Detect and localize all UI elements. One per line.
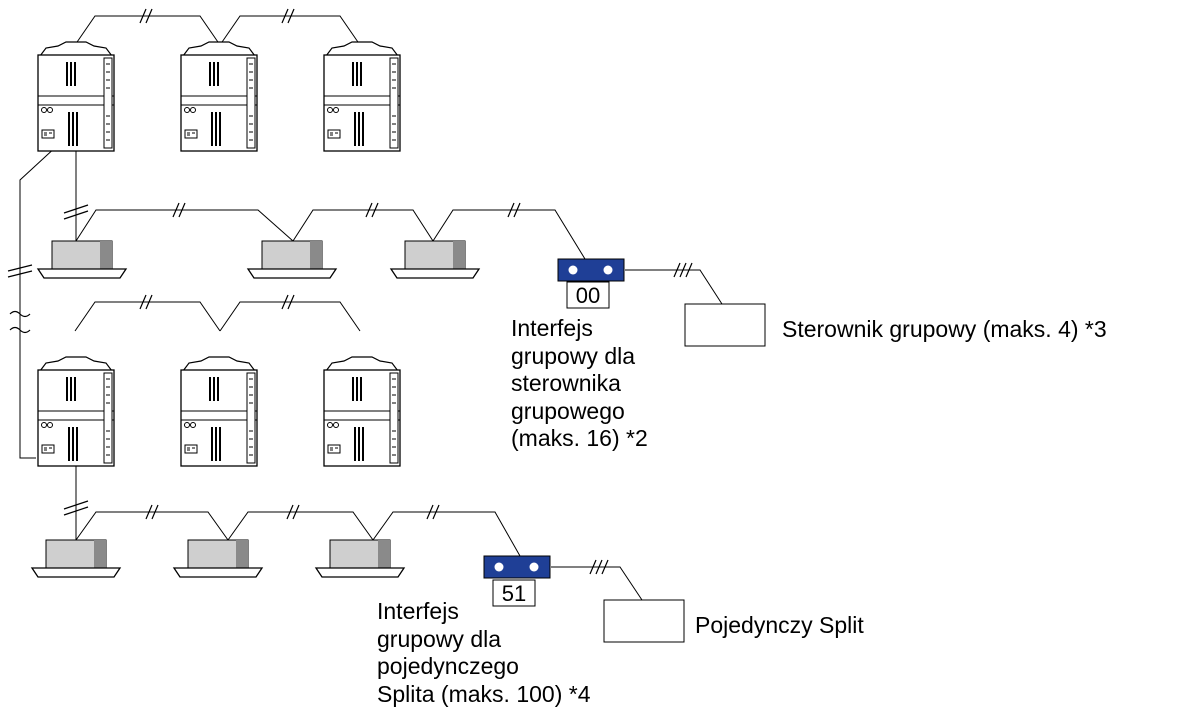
address-box-upper bbox=[566, 281, 610, 309]
indoor-unit bbox=[31, 539, 121, 578]
interface-address-upper: 00 bbox=[576, 283, 600, 308]
group-controller-box bbox=[684, 303, 766, 347]
single-split-label: Pojedynczy Split bbox=[695, 612, 864, 638]
indoor-unit bbox=[315, 539, 405, 578]
indoor-unit bbox=[37, 240, 127, 279]
single-split-box bbox=[603, 599, 685, 643]
indoor-unit bbox=[247, 240, 337, 279]
indoor-unit bbox=[173, 539, 263, 578]
group-interface-lower bbox=[483, 555, 551, 579]
indoor-unit bbox=[390, 240, 480, 279]
outdoor-unit bbox=[37, 41, 115, 152]
outdoor-unit bbox=[323, 41, 401, 152]
outdoor-unit bbox=[180, 356, 258, 467]
outdoor-unit bbox=[180, 41, 258, 152]
outdoor-unit bbox=[323, 356, 401, 467]
interface-upper-label: Interfejs grupowy dla sterownika grupowe… bbox=[511, 315, 648, 451]
outdoor-unit bbox=[37, 356, 115, 467]
address-box-lower bbox=[492, 579, 536, 607]
interface-lower-label: Interfejs grupowy dla pojedynczego Split… bbox=[377, 598, 591, 707]
interface-address-lower: 51 bbox=[502, 581, 526, 606]
group-controller-label: Sterownik grupowy (maks. 4) *3 bbox=[782, 316, 1107, 342]
group-interface-upper bbox=[557, 258, 625, 282]
